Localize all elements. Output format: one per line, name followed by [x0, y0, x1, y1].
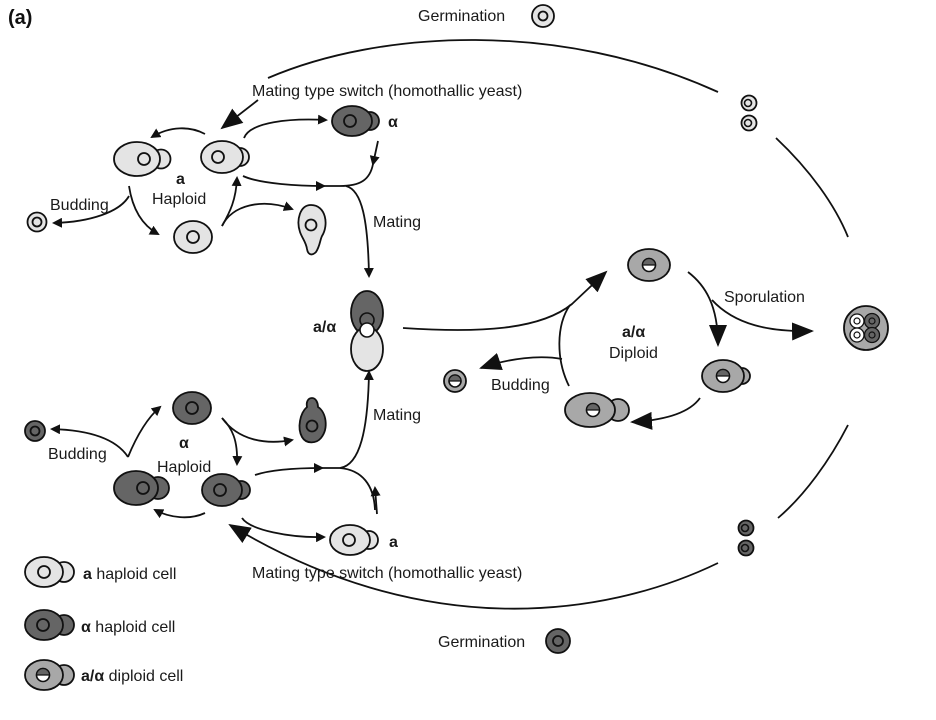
- diploid-daughter-icon: [443, 369, 467, 393]
- germination-bottom-label: Germination: [438, 634, 525, 651]
- arrow-alpha-switch-to-a: [241, 517, 326, 543]
- legend-label-alpha-haploid: α haploid cell: [81, 619, 175, 636]
- alpha-haploid-type-label: α: [179, 435, 189, 452]
- legend-a-haploid-cell-icon: [24, 556, 75, 588]
- alpha-haploid-shmoo-icon: [298, 397, 327, 444]
- legend-alpha-haploid-cell-icon: [24, 609, 75, 641]
- alpha-switched-cell-icon: [331, 105, 380, 137]
- a-haploid-cell-bottom-icon: [173, 220, 213, 254]
- diploid-cell-bottom-icon: [564, 392, 630, 428]
- spore-germinating-top-icon: [531, 4, 555, 28]
- budding-a-label: Budding: [50, 197, 109, 214]
- a-haploid-cell-top-icon: [200, 140, 250, 174]
- mating-switch-top-label: Mating type switch (homothallic yeast): [252, 83, 522, 100]
- outer-cycle-arc-bottom-right: [777, 424, 849, 519]
- zygote-label: a/α: [313, 319, 336, 336]
- arrow-a-bottom-to-shmoo: [221, 201, 294, 227]
- a-switched-cell-icon: [329, 524, 379, 556]
- arrow-a-top-switch-to-alpha: [243, 114, 328, 139]
- budding-alpha-label: Budding: [48, 446, 107, 463]
- budding-diploid-label: Budding: [491, 377, 550, 394]
- outer-cycle-arc-bottom: [228, 523, 719, 610]
- arrow-alpha-to-mating: [254, 463, 324, 476]
- legend-item-a-haploid: a haploid cell: [24, 556, 176, 588]
- arrow-a-left-to-bottom: [128, 185, 160, 235]
- outer-cycle-arc-top: [267, 39, 719, 93]
- ascus-tetrad-icon: [843, 305, 889, 351]
- arrow-a-budding-out: [52, 195, 130, 228]
- arrow-diploid-budding-out: [479, 352, 563, 370]
- panel-label: (a): [8, 7, 32, 29]
- spore-pair-a-icon: [740, 94, 758, 132]
- arrow-diploid-right-to-bottom: [630, 397, 701, 430]
- diploid-type-label: a/α: [622, 324, 645, 341]
- arrow-mating-merge-bottom: [322, 467, 376, 511]
- arrow-alpha-budding-out: [50, 424, 129, 458]
- legend-diploid-cell-icon: [24, 659, 75, 691]
- alpha-switched-label: α: [388, 114, 398, 131]
- a-switched-label: a: [389, 534, 398, 551]
- germination-top-label: Germination: [418, 8, 505, 25]
- a-haploid-title-label: Haploid: [152, 191, 206, 208]
- arrow-alpha-top-to-bottom: [221, 417, 243, 466]
- arrow-mating-up: [339, 370, 374, 469]
- arrow-diploid-bottom-up: [558, 304, 571, 387]
- legend-item-diploid: a/α diploid cell: [24, 659, 183, 691]
- alpha-haploid-cell-bottom-icon: [201, 473, 251, 507]
- a-haploid-shmoo-icon: [297, 204, 327, 256]
- spore-germinating-bottom-icon: [545, 628, 571, 654]
- diploid-title-label: Diploid: [609, 345, 658, 362]
- alpha-haploid-daughter-icon: [24, 420, 46, 442]
- alpha-haploid-title-label: Haploid: [157, 459, 211, 476]
- mating-top-label: Mating: [373, 214, 421, 231]
- diploid-cell-top-icon: [627, 248, 671, 282]
- legend-label-a-haploid: a haploid cell: [83, 566, 176, 583]
- a-haploid-budding-cell-icon: [113, 141, 172, 177]
- arrow-a-bottom-to-top: [221, 176, 242, 227]
- arrow-diploid-top-to-right: [687, 271, 727, 347]
- a-haploid-type-label: a: [176, 171, 185, 188]
- arrow-a-top-to-mating: [242, 175, 326, 191]
- arrow-alpha-bottom-to-left: [153, 509, 206, 519]
- spore-pair-alpha-icon: [737, 519, 755, 557]
- diploid-cell-right-icon: [701, 359, 751, 393]
- arrow-alpha-bottomleft-up: [127, 405, 162, 458]
- arrow-sporulation: [711, 299, 814, 341]
- sporulation-label: Sporulation: [724, 289, 805, 306]
- legend-item-alpha-haploid: α haploid cell: [24, 609, 175, 641]
- mating-switch-bottom-label: Mating type switch (homothallic yeast): [252, 565, 522, 582]
- switch-arrow-top: [220, 99, 259, 130]
- arrow-mating-down: [345, 185, 374, 278]
- arrow-mating-merge-top: [324, 163, 374, 187]
- legend: a haploid cell α haploid cell a/α diploi…: [24, 556, 183, 691]
- alpha-haploid-budding-cell-icon: [113, 470, 170, 506]
- outer-cycle-arc-top-right: [775, 137, 849, 238]
- arrow-a-switched-up: [370, 486, 381, 515]
- arrow-a-top-to-left: [150, 127, 206, 139]
- mating-bottom-label: Mating: [373, 407, 421, 424]
- arrow-alpha-switched-down: [369, 140, 380, 166]
- a-haploid-daughter-icon: [26, 211, 48, 233]
- arrow-alpha-top-to-shmoo: [221, 417, 294, 447]
- zygote-cell-icon: [350, 290, 384, 372]
- arrow-zygote-to-diploid: [402, 270, 608, 331]
- alpha-haploid-cell-top-icon: [172, 391, 212, 425]
- legend-label-diploid: a/α diploid cell: [81, 668, 183, 685]
